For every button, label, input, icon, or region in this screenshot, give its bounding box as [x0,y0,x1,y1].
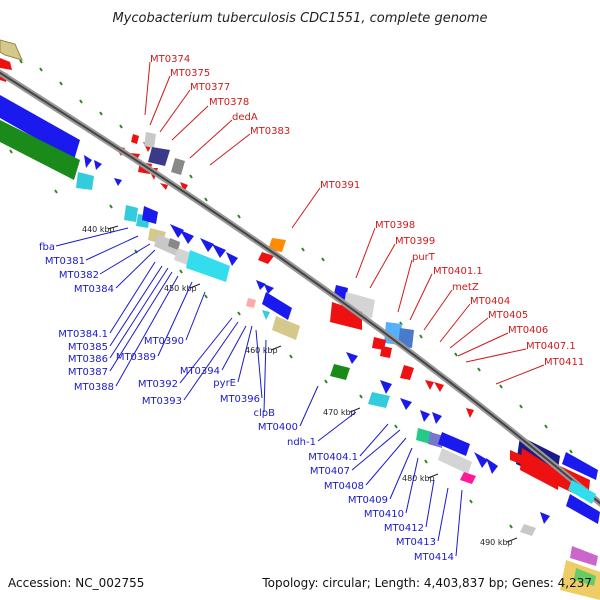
reverse-strand-features [0,95,600,600]
gene-label[interactable]: MT0396 [220,394,260,405]
gene-label[interactable]: MT0374 [150,54,190,65]
outer-gc-ring [19,59,573,454]
gene-label[interactable]: MT0387 [68,367,108,378]
gene-label[interactable]: MT0390 [144,336,184,347]
gene-label[interactable]: MT0413 [396,537,436,548]
tick-label: 460 kbp [245,346,278,355]
genome-backbone [0,69,600,508]
gene-label[interactable]: MT0409 [348,495,388,506]
gene-label[interactable]: MT0378 [209,97,249,108]
gene-label[interactable]: MT0382 [59,270,99,281]
gene-label[interactable]: MT0389 [116,352,156,363]
gene-label[interactable]: fba [39,242,55,253]
gene-label[interactable]: MT0375 [170,68,210,79]
tick-label: 470 kbp [323,408,356,417]
forward-leader-lines [144,61,545,385]
forward-strand-features [0,39,598,500]
tick-label: 440 kbp [82,225,115,234]
gene-label[interactable]: MT0381 [45,256,85,267]
gene-label[interactable]: MT0377 [190,82,230,93]
gene-label[interactable]: MT0414 [414,552,454,563]
gene-label[interactable]: MT0385 [68,342,108,353]
gene-label[interactable]: MT0412 [384,523,424,534]
gene-label[interactable]: MT0386 [68,354,108,365]
accession-text: Accession: NC_002755 [8,576,144,590]
gene-label[interactable]: MT0393 [142,396,182,407]
gene-label[interactable]: ndh-1 [287,437,316,448]
gene-label[interactable]: MT0383 [250,126,290,137]
forward-gene-labels: MT0374 MT0375 MT0377 MT0378 dedA MT0383 … [150,54,584,368]
map-title: Mycobacterium tuberculosis CDC1551, comp… [112,11,487,26]
reverse-leader-lines [55,227,463,557]
gene-label[interactable]: MT0399 [395,236,435,247]
gene-label[interactable]: MT0404.1 [308,452,358,463]
gene-label[interactable]: MT0400 [258,422,298,433]
gene-label[interactable]: metZ [452,282,479,293]
gene-label[interactable]: pyrE [213,378,236,389]
tick-label: 450 kbp [164,284,197,293]
gene-label[interactable]: MT0391 [320,180,360,191]
inner-gc-ring [9,149,513,529]
gene-label[interactable]: MT0405 [488,310,528,321]
gene-label[interactable]: MT0398 [375,220,415,231]
tick-label: 490 kbp [480,538,513,547]
gene-label[interactable]: MT0407 [310,466,350,477]
gene-label[interactable]: MT0410 [364,509,404,520]
gene-label[interactable]: MT0384 [74,284,114,295]
gene-label[interactable]: purT [412,252,436,263]
gene-label[interactable]: MT0394 [180,366,220,377]
gene-label[interactable]: MT0388 [74,382,114,393]
gene-label[interactable]: MT0408 [324,481,364,492]
gene-label[interactable]: clpB [254,408,276,419]
gene-label[interactable]: MT0406 [508,325,548,336]
tick-label: 480 kbp [402,474,435,483]
gene-label[interactable]: MT0411 [544,357,584,368]
topology-text: Topology: circular; Length: 4,403,837 bp… [261,576,592,590]
reverse-gene-labels: fba MT0381 MT0382 MT0384 MT0384.1 MT0385… [39,242,454,563]
gene-label[interactable]: MT0384.1 [58,329,108,340]
gene-label[interactable]: MT0392 [138,379,178,390]
gene-label[interactable]: MT0407.1 [526,341,576,352]
gene-label[interactable]: MT0401.1 [433,266,483,277]
kbp-ticks: 440 kbp 450 kbp 460 kbp 470 kbp 480 kbp … [82,225,518,547]
gene-label[interactable]: MT0404 [470,296,510,307]
gene-label[interactable]: dedA [232,112,258,123]
